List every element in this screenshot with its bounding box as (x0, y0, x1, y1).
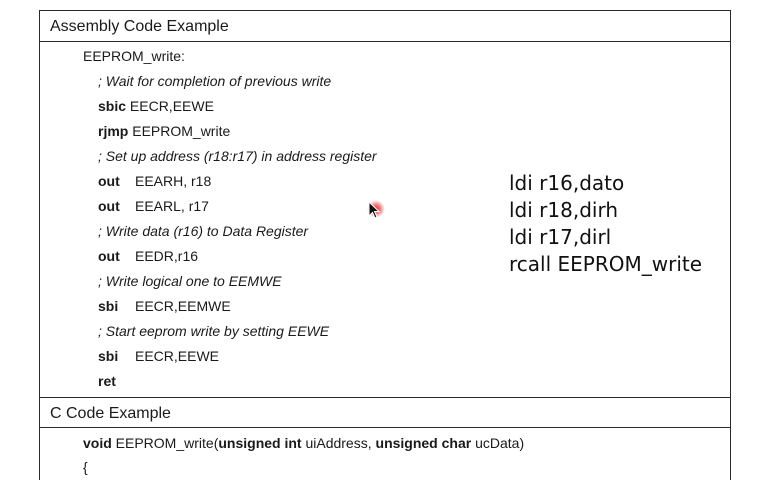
note-line: rcall EEPROM_write (509, 252, 703, 276)
keyword: void (83, 435, 112, 451)
opcode: sbic (98, 98, 127, 114)
operands: EECR,EEWE (135, 348, 220, 364)
operands: EECR,EEMWE (135, 298, 231, 314)
code-comment: ; Wait for completion of previous write (98, 73, 332, 89)
parameter: ucData) (471, 435, 525, 451)
annotation-notes: ldi r16,dato ldi r18,dirh ldi r17,dirl r… (509, 170, 702, 278)
code-comment: ; Write data (r16) to Data Register (98, 223, 309, 239)
c-code-header: C Code Example (40, 397, 730, 428)
opcode: sbi (98, 298, 119, 314)
open-brace: { (83, 459, 88, 475)
code-comment: ; Set up address (r18:r17) in address re… (98, 148, 377, 164)
code-line: ret (98, 372, 116, 390)
keyword: unsigned char (375, 435, 472, 451)
function-name: EEPROM_write( (111, 435, 219, 451)
operands: EEPROM_write (128, 123, 231, 139)
parameter: uiAddress, (301, 435, 376, 451)
note-line: ldi r18,dirh (509, 198, 618, 222)
keyword: unsigned int (218, 435, 302, 451)
code-line: sbi EECR,EEMWE (98, 297, 231, 315)
operands: EEARH, r18 (135, 173, 212, 189)
code-line: out EEARH, r18 (98, 172, 211, 190)
mouse-pointer-icon (368, 201, 381, 219)
code-line: out EEDR,r16 (98, 247, 198, 265)
operands: EEDR,r16 (135, 248, 199, 264)
opcode: out (98, 198, 120, 214)
note-line: ldi r17,dirl (509, 225, 612, 249)
operands: EEARL, r17 (135, 198, 209, 214)
code-line: sbi EECR,EEWE (98, 347, 219, 365)
code-comment: ; Start eeprom write by setting EEWE (98, 323, 330, 339)
opcode: out (98, 248, 120, 264)
code-label: EEPROM_write: (83, 48, 185, 64)
note-line: ldi r16,dato (509, 171, 625, 195)
opcode: sbi (98, 348, 119, 364)
opcode: ret (98, 373, 116, 389)
code-line: rjmp EEPROM_write (98, 122, 230, 140)
opcode: rjmp (98, 123, 129, 139)
code-line: out EEARL, r17 (98, 197, 209, 215)
assembly-header: Assembly Code Example (40, 11, 730, 42)
code-example-table: Assembly Code Example EEPROM_write: ; Wa… (39, 10, 731, 480)
code-line: sbic EECR,EEWE (98, 97, 214, 115)
opcode: out (98, 173, 120, 189)
code-line: void EEPROM_write(unsigned int uiAddress… (83, 434, 524, 452)
operands: EECR,EEWE (126, 98, 214, 114)
code-comment: ; Write logical one to EEMWE (98, 273, 282, 289)
